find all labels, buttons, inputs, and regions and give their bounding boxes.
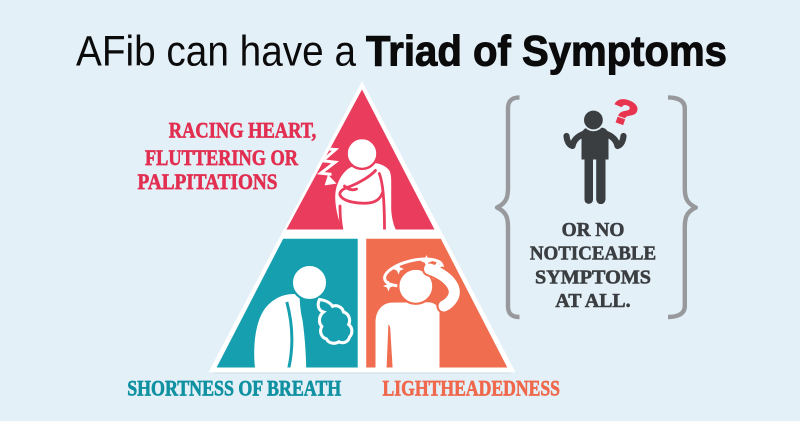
svg-text:LIGHTHEADEDNESS: LIGHTHEADEDNESS [383, 375, 561, 400]
svg-text:AFib can have a: AFib can have a [76, 28, 356, 76]
svg-text:SHORTNESS OF BREATH: SHORTNESS OF BREATH [127, 375, 341, 400]
svg-text:PALPITATIONS: PALPITATIONS [138, 169, 278, 194]
svg-text:Triad of Symptoms: Triad of Symptoms [366, 28, 727, 76]
svg-text:OR NO: OR NO [562, 219, 625, 241]
svg-text:NOTICEABLE: NOTICEABLE [530, 242, 656, 264]
svg-text:AT ALL.: AT ALL. [555, 290, 630, 312]
svg-text:RACING HEART,: RACING HEART, [169, 118, 317, 143]
svg-text:SYMPTOMS: SYMPTOMS [535, 266, 651, 288]
svg-text:FLUTTERING OR: FLUTTERING OR [145, 145, 299, 170]
